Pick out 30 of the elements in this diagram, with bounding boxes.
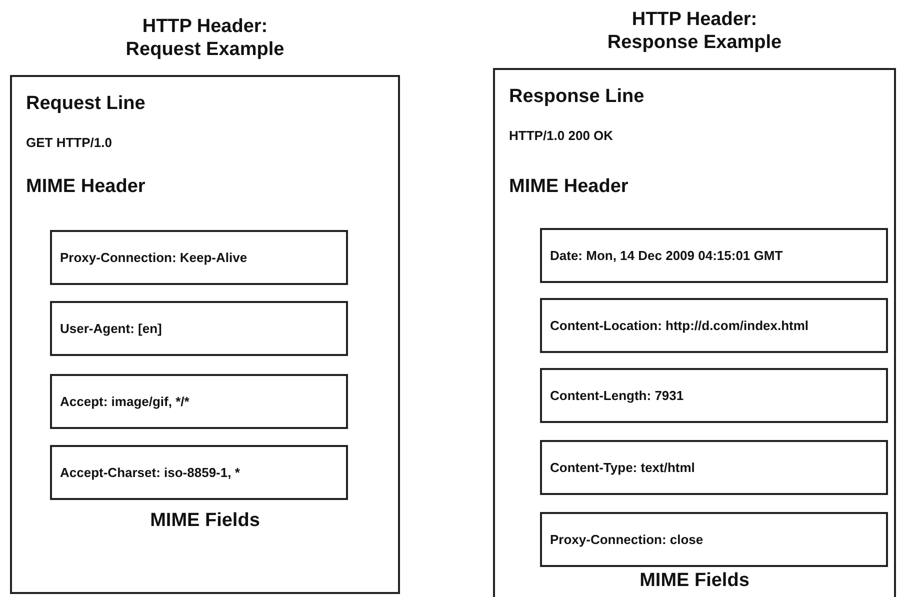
field-text: Accept-Charset: iso-8859-1, *	[60, 465, 241, 480]
field-box	[540, 512, 888, 567]
field-box	[540, 298, 888, 353]
request-line-text: HTTP/1.0 200 OK	[509, 128, 614, 143]
field-box	[50, 230, 348, 285]
section-caption: MIME Fields	[638, 570, 750, 592]
field-text: Proxy-Connection: close	[550, 532, 704, 547]
section-heading: MIME Header	[26, 176, 146, 198]
field-text: Accept: image/gif, */*	[60, 394, 190, 409]
field-text: Content-Type: text/html	[550, 460, 696, 475]
section-heading: Response Line	[509, 86, 644, 108]
field-box	[50, 445, 348, 500]
section-heading: MIME Header	[509, 176, 628, 198]
field-text: Content-Length: 7931	[550, 388, 685, 403]
field-box	[540, 228, 888, 283]
panel-title: HTTP Header: Response Example	[606, 8, 783, 54]
field-box	[50, 301, 348, 356]
field-text: Proxy-Connection: Keep-Alive	[60, 250, 248, 265]
field-box	[50, 374, 348, 429]
field-text: Date: Mon, 14 Dec 2009 04:15:01 GMT	[550, 248, 784, 263]
field-box	[540, 440, 888, 495]
section-caption: MIME Fields	[149, 510, 261, 532]
field-text: User-Agent: [en]	[60, 321, 163, 336]
section-heading: Request Line	[26, 93, 146, 115]
field-text: Content-Location: http://d.com/index.html	[550, 318, 810, 333]
field-box	[540, 368, 888, 423]
panel-title: HTTP Header: Request Example	[124, 15, 286, 61]
request-line-text: GET HTTP/1.0	[26, 135, 112, 150]
section-box	[10, 160, 400, 594]
section-box	[493, 160, 896, 597]
